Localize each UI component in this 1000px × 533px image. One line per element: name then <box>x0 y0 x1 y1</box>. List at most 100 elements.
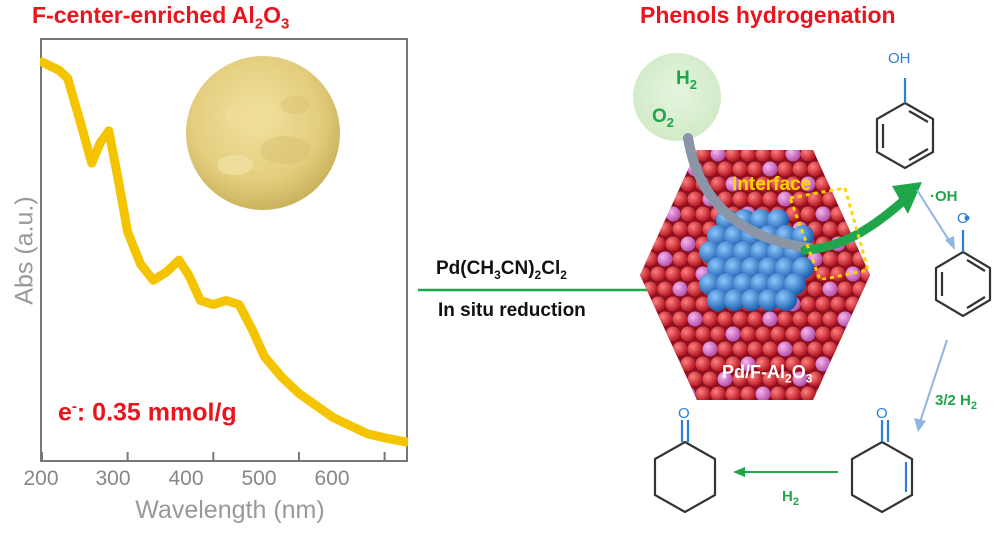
support-atom <box>762 341 778 357</box>
support-atom <box>717 371 733 387</box>
support-atom <box>680 296 696 312</box>
support-atom <box>777 161 793 177</box>
support-atom <box>845 266 861 282</box>
support-atom <box>725 356 741 372</box>
cyclohexenone-molecule <box>850 420 914 514</box>
support-atom <box>792 311 808 327</box>
support-atom <box>815 206 831 222</box>
cyclohexanone-o-label: O <box>678 405 690 422</box>
support-atom <box>687 341 703 357</box>
three-halves-h2-label: 3/2 H2 <box>935 392 977 412</box>
support-atom <box>785 326 801 342</box>
support-atom <box>755 386 771 400</box>
support-atom <box>837 281 853 297</box>
support-atom <box>792 371 808 387</box>
support-atom <box>695 206 711 222</box>
support-atom <box>792 341 808 357</box>
support-atom <box>822 221 838 237</box>
electron-density-label: e-: 0.35 mmol/g <box>58 398 237 427</box>
support-atom <box>800 296 816 312</box>
support-atom <box>762 371 778 387</box>
support-atom <box>687 311 703 327</box>
support-atom <box>665 266 681 282</box>
support-atom <box>702 161 718 177</box>
support-atom <box>792 161 808 177</box>
support-atom <box>680 206 696 222</box>
x-tick-200: 200 <box>23 467 59 490</box>
support-atom <box>777 311 793 327</box>
support-atom <box>687 251 703 267</box>
support-atom <box>755 176 771 192</box>
support-atom <box>740 176 756 192</box>
x-tick-600: 600 <box>314 467 350 490</box>
absorbance-spectrum-chart <box>40 57 408 460</box>
support-atom <box>687 221 703 237</box>
powder-photo <box>186 56 340 210</box>
support-atom <box>680 326 696 342</box>
support-atom <box>695 296 711 312</box>
support-atom <box>822 341 838 357</box>
pd-atom <box>758 289 780 311</box>
support-atom <box>770 386 786 400</box>
support-atom <box>777 371 793 387</box>
pd-atom <box>784 273 806 295</box>
support-atom <box>800 326 816 342</box>
support-atom <box>687 281 703 297</box>
support-atom <box>687 371 703 387</box>
support-atom <box>770 150 786 162</box>
support-atom <box>657 251 673 267</box>
left-panel-title: F-center-enriched Al2O3 <box>32 2 290 33</box>
support-atom <box>747 311 763 327</box>
support-atom <box>740 150 756 162</box>
support-atom <box>732 191 748 207</box>
support-atom <box>732 341 748 357</box>
support-atom <box>747 191 763 207</box>
support-atom <box>755 356 771 372</box>
support-atom <box>830 266 846 282</box>
final-h2-label: H2 <box>782 488 799 508</box>
support-atom <box>672 251 688 267</box>
support-atom <box>822 281 838 297</box>
support-atom <box>792 191 808 207</box>
phenol-molecule <box>875 78 935 170</box>
phenoxy-o-label: O <box>957 210 969 227</box>
support-atom <box>785 356 801 372</box>
support-atom <box>785 386 801 400</box>
support-atom <box>710 356 726 372</box>
support-atom <box>762 191 778 207</box>
spectrum-curve <box>40 57 408 447</box>
support-atom <box>702 371 718 387</box>
support-atom <box>665 296 681 312</box>
o2-label: O2 <box>652 106 675 130</box>
x-tick-500: 500 <box>241 467 277 490</box>
cyclohexanone-molecule <box>653 420 717 514</box>
reaction-scheme <box>653 78 992 514</box>
support-atom <box>800 386 816 400</box>
support-atom <box>740 356 756 372</box>
catalyst-label: Pd/F-Al2O3 <box>722 362 813 386</box>
support-atom <box>815 176 831 192</box>
support-atom <box>710 150 726 162</box>
support-atom <box>747 371 763 387</box>
support-atom <box>640 266 651 282</box>
cyclohexenone-o-label: O <box>876 405 888 422</box>
support-atom <box>725 386 741 400</box>
support-atom <box>717 311 733 327</box>
interface-dashed-box <box>787 186 870 280</box>
support-atom <box>800 356 816 372</box>
support-atom <box>680 176 696 192</box>
support-atom <box>680 266 696 282</box>
support-atom <box>650 266 666 282</box>
reagent-label: Pd(CH3CN)2Cl2 <box>436 258 567 282</box>
support-atom <box>770 176 786 192</box>
support-atom <box>702 311 718 327</box>
x-axis-label: Wavelength (nm) <box>135 496 325 524</box>
support-atom <box>777 341 793 357</box>
support-atom <box>717 161 733 177</box>
support-atom <box>830 296 846 312</box>
support-atom <box>747 161 763 177</box>
support-atom <box>770 326 786 342</box>
support-atom <box>740 386 756 400</box>
support-atom <box>740 326 756 342</box>
support-atom <box>785 176 801 192</box>
